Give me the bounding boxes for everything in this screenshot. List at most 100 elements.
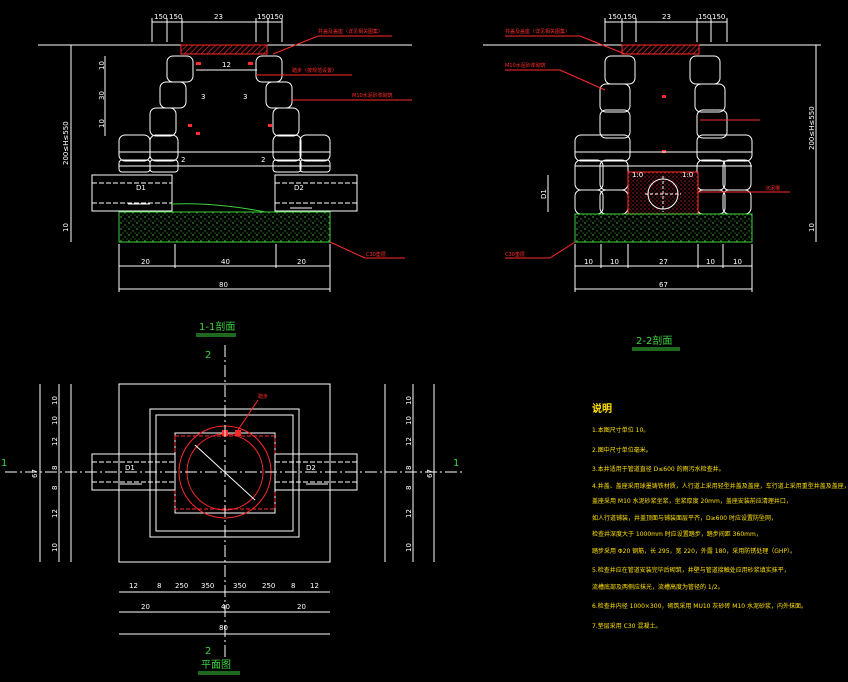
note-item: 检查井深度大于 1000mm 时应设置踏步，踏步间距 360mm， <box>592 530 762 538</box>
section-2-2: 150 150 23 150 150 <box>483 13 821 351</box>
dim-text: 10 <box>98 61 106 70</box>
notes: 说明 1.本图尺寸单位 10。 2.图中尺寸单位毫米。 3.本井适用于管道直径 … <box>592 402 848 630</box>
dim-text: 8 <box>157 582 161 590</box>
brick-marks <box>188 62 272 135</box>
note-item: 1.本图尺寸单位 10。 <box>592 426 649 434</box>
dim-text: 10 <box>584 258 593 266</box>
dim-text: 10 <box>808 223 816 232</box>
dim-text: 30 <box>98 91 106 100</box>
cut-mark: 1 <box>1 458 7 469</box>
dim-text: 8 <box>405 486 413 490</box>
cut-mark: 2 <box>205 350 211 361</box>
section-1-1: 150 150 23 150 150 <box>38 13 412 292</box>
manhole-cover <box>180 44 268 55</box>
svg-text:M10水泥砂浆砌筑: M10水泥砂浆砌筑 <box>505 62 546 69</box>
dim-text: 8 <box>405 466 413 470</box>
dim-text: 10 <box>405 543 413 552</box>
drawing-title: 平面图 <box>201 659 231 671</box>
drawing-title: 2-2剖面 <box>636 334 672 347</box>
dim-text: 12 <box>405 509 413 518</box>
pipe-label: D1 <box>136 184 146 192</box>
dim-text: 23 <box>214 13 223 21</box>
dim-text: 8 <box>291 582 295 590</box>
dim-text: 23 <box>662 13 671 21</box>
svg-text:井盖及盖座（详见相关图集）: 井盖及盖座（详见相关图集） <box>318 28 383 35</box>
note-item: 如人行道铺装，井盖顶面与铺装面层平齐，D≥600 时应设置防坠网， <box>592 514 777 522</box>
pipe-label: D2 <box>294 184 304 192</box>
note-item: 6.检查井内径 1000×300，砌筑采用 MU10 灰砂砖 M10 水泥砂浆，… <box>592 602 807 610</box>
dim-text: 10 <box>51 396 59 405</box>
dim-text: 2 <box>181 156 185 164</box>
manhole-cover <box>621 44 700 55</box>
dim-text: 150 <box>698 13 711 21</box>
dim-text: 10 <box>51 416 59 425</box>
callouts-2-2: 井盖及盖座（详见相关图集） M10水泥砂浆砌筑 C30垫层 沉泥槽 <box>505 28 790 259</box>
callout: 踏步 <box>258 393 268 400</box>
dim-text: 67 <box>31 469 39 478</box>
note-item: 踏步采用 Φ20 钢筋，长 295，宽 220，外露 180，采用防锈处理（GH… <box>592 547 796 555</box>
dim-text: 350 <box>201 582 214 590</box>
callouts-1-1: 井盖及盖座（详见相关图集） 踏步（按规范设置） M10水泥砂浆砌筑 C30垫层 <box>256 28 412 259</box>
dim-text: 20 <box>297 603 306 611</box>
dim-text: 12 <box>129 582 138 590</box>
note-item: 7.垫层采用 C30 混凝土。 <box>592 622 661 630</box>
dim-text: 20 <box>297 258 306 266</box>
dim-text: 1:0 <box>632 171 643 179</box>
step-mark <box>235 430 241 436</box>
dim-text: 67 <box>426 469 434 478</box>
pipe-label: D2 <box>306 464 316 472</box>
plan-view: 1-1剖面 1 1 2 2 踏步 D1 D2 <box>1 320 465 675</box>
dim-text: 350 <box>233 582 246 590</box>
dim-text: 2 <box>261 156 265 164</box>
dim-text: 200≤H≤550 <box>62 121 70 165</box>
dim-text: 10 <box>98 119 106 128</box>
pipe-label: D1 <box>125 464 135 472</box>
note-item: 流槽底部及两侧应抹光，流槽高度为管径的 1/2。 <box>592 583 724 591</box>
gravel-base <box>118 211 331 243</box>
dim-text: 40 <box>221 603 230 611</box>
gravel-base <box>574 213 753 243</box>
dim-text: 200≤H≤550 <box>808 106 816 150</box>
dim-text: 250 <box>262 582 275 590</box>
note-item: 4.井盖、盖座采用球墨铸铁材质，人行道上采用轻型井盖及盖座，车行道上采用重型井盖… <box>592 482 848 490</box>
svg-text:井盖及盖座（详见相关图集）: 井盖及盖座（详见相关图集） <box>505 28 570 35</box>
dim-text: 12 <box>310 582 319 590</box>
dim-text: 150 <box>608 13 621 21</box>
dim-text: 10 <box>733 258 742 266</box>
note-item: 盖座采用 M10 水泥砂浆坐浆，坐浆厚度 20mm，盖座安装前应清理井口， <box>592 497 792 505</box>
cut-mark: 2 <box>205 646 211 657</box>
notes-heading: 说明 <box>592 402 612 415</box>
dim-text: 12 <box>51 437 59 446</box>
svg-text:C30垫层: C30垫层 <box>505 251 525 258</box>
dim-text: 80 <box>219 281 228 289</box>
dim-text: 12 <box>51 509 59 518</box>
dim-text: 150 <box>169 13 182 21</box>
svg-text:沉泥槽: 沉泥槽 <box>765 185 780 192</box>
dim-text: 10 <box>51 543 59 552</box>
dim-text: 12 <box>405 437 413 446</box>
dim-text: 10 <box>405 416 413 425</box>
dim-text: 67 <box>659 281 668 289</box>
section-label: 1-1剖面 <box>199 320 235 333</box>
dim-text: 150 <box>712 13 725 21</box>
dim-text: 20 <box>141 258 150 266</box>
svg-text:踏步（按规范设置）: 踏步（按规范设置） <box>292 67 337 74</box>
dim-text: 150 <box>154 13 167 21</box>
dim-text: 250 <box>175 582 188 590</box>
dim-text: 3 <box>243 93 247 101</box>
dim-text: D1 <box>540 189 548 199</box>
dim-text: 150 <box>257 13 270 21</box>
dim-text: 10 <box>610 258 619 266</box>
note-item: 3.本井适用于管道直径 D≤600 的雨污水检查井。 <box>592 465 725 473</box>
dim-text: 10 <box>405 396 413 405</box>
dim-text: 8 <box>51 486 59 490</box>
dim-text: 12 <box>222 61 231 69</box>
svg-text:M10水泥砂浆砌筑: M10水泥砂浆砌筑 <box>352 92 393 99</box>
dim-text: 20 <box>141 603 150 611</box>
dim-text: 1:0 <box>682 171 693 179</box>
dim-text: 80 <box>219 624 228 632</box>
dim-text: 150 <box>623 13 636 21</box>
cut-mark: 1 <box>453 458 459 469</box>
masonry-left <box>118 55 194 173</box>
